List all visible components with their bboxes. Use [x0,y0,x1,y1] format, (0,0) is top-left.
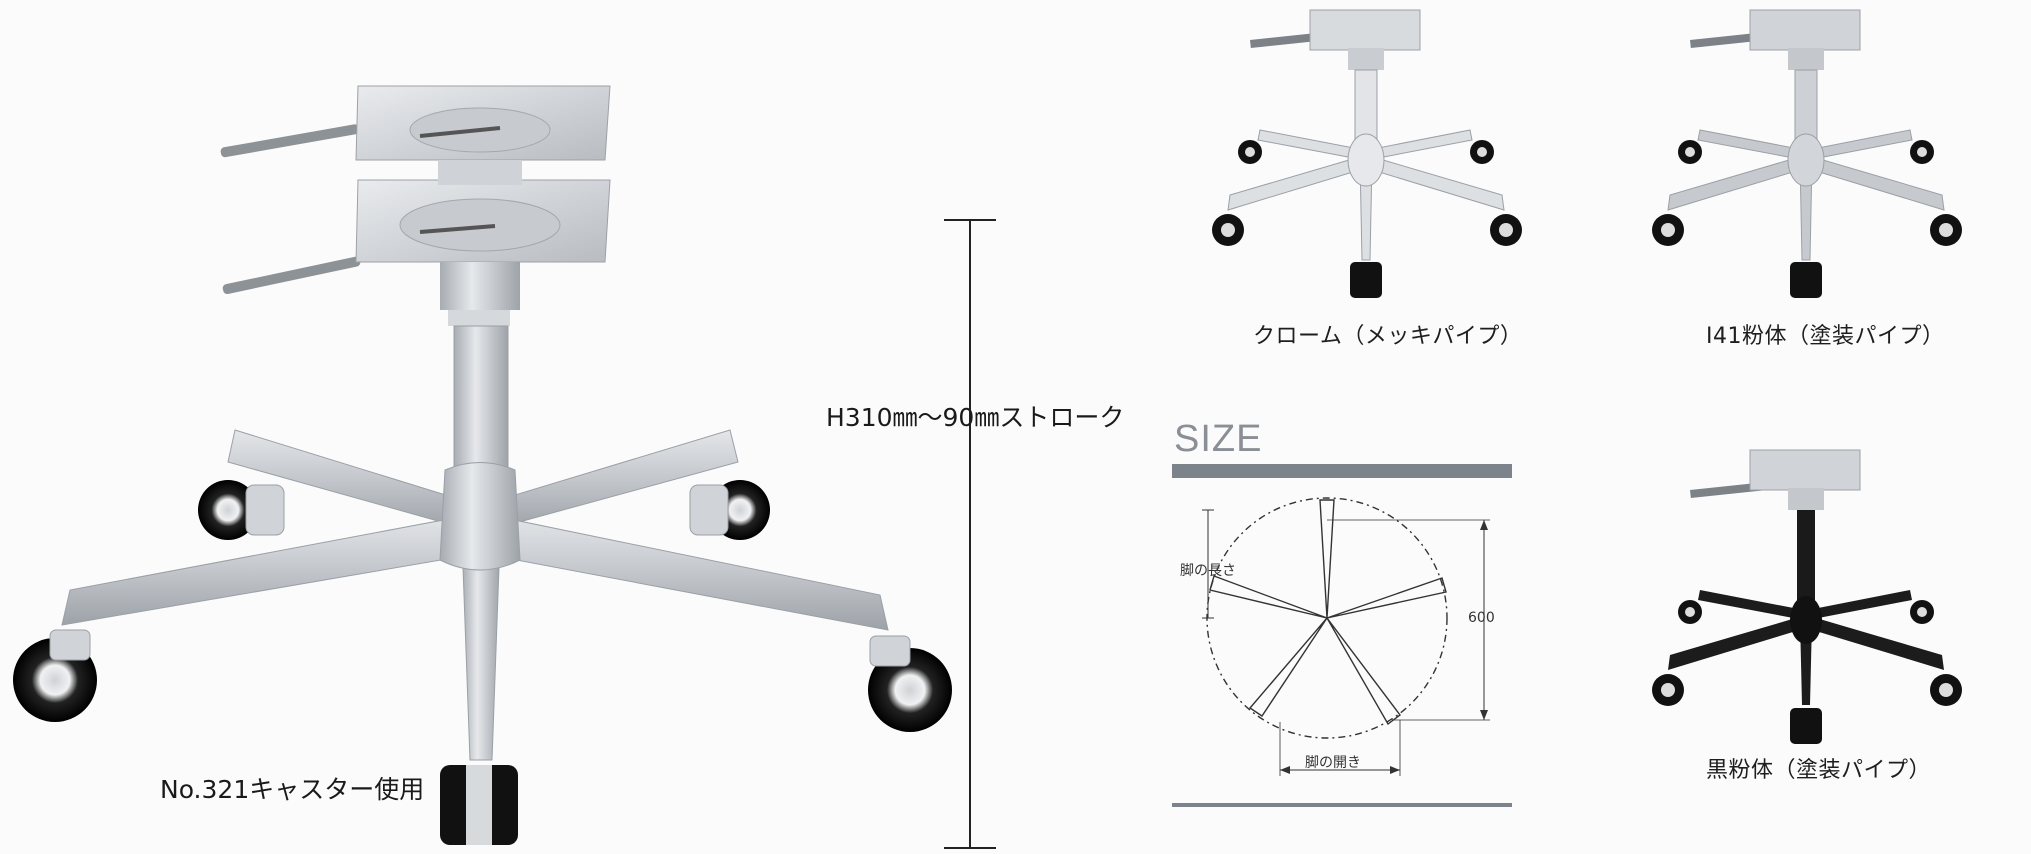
caster-caption: No.321キャスター使用 [160,775,425,804]
main-chair-base-illustration [0,0,980,850]
variant-chrome-illustration [1150,0,1580,310]
variant-black-illustration [1585,440,2015,750]
variant-black-label: 黒粉体（塗装パイプ） [1706,758,1932,783]
diameter-label: 600 [1468,610,1495,626]
variant-chrome-label: クローム（メッキパイプ） [1253,324,1523,349]
size-title: SIZE [1174,418,1263,460]
stroke-label: H310㎜〜90㎜ストローク [826,403,1125,432]
size-diagram [1172,480,1512,810]
size-bottom-rule [1172,803,1512,807]
stroke-dimension-line [940,210,1000,850]
leg-length-label: 脚の長さ [1180,563,1236,579]
leg-opening-label: 脚の開き [1305,755,1361,771]
variant-silver-illustration [1585,0,2015,310]
size-top-rule [1172,464,1512,478]
variant-silver-label: I41粉体（塗装パイプ） [1706,324,1945,349]
